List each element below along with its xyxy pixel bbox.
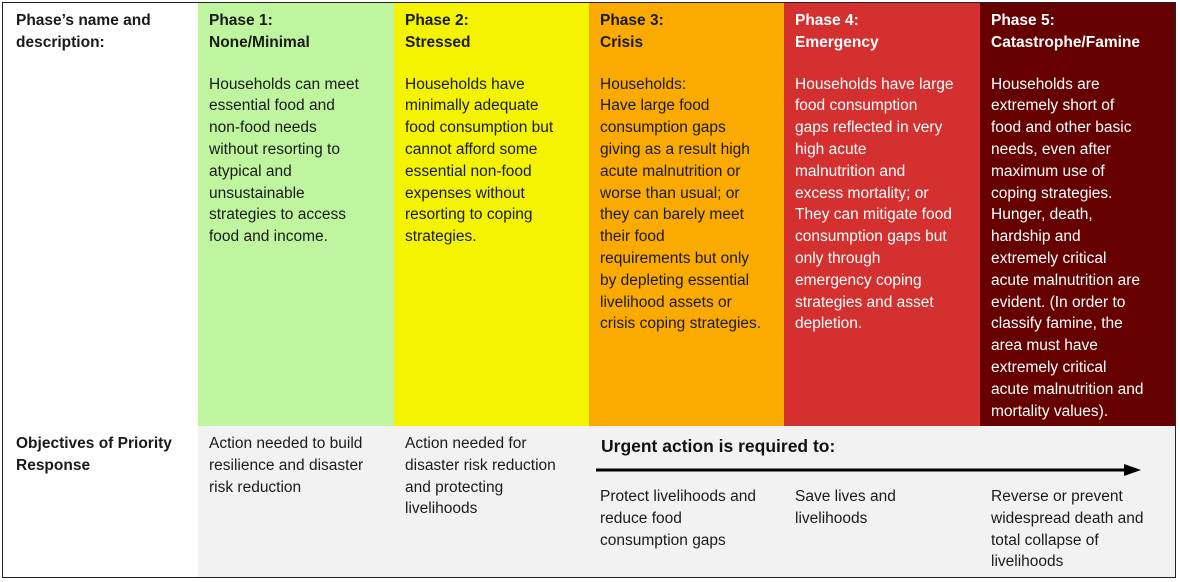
phase-1-title: Phase 1: None/Minimal	[209, 12, 310, 51]
phase-5-description: Households are extremely short of food a…	[991, 75, 1144, 420]
objective-phase-3-text: Protect livelihoods and reduce food cons…	[600, 488, 756, 549]
phase-3-description: Households: Have large food consumption …	[600, 75, 762, 333]
objective-phase-5-text: Reverse or prevent widespread death and …	[991, 488, 1144, 571]
phase-2-title: Phase 2: Stressed	[405, 12, 471, 51]
phase-4-title: Phase 4: Emergency	[795, 12, 879, 51]
phase-1-cell: Phase 1: None/Minimal Households can mee…	[198, 3, 394, 426]
objective-phase-5: Reverse or prevent widespread death and …	[980, 479, 1175, 577]
objective-phase-4: Save lives and livelihoods	[784, 479, 980, 577]
objectives-area	[198, 426, 1175, 577]
phase-header-label: Phase’s name and description:	[16, 12, 151, 51]
phase-2-cell: Phase 2: Stressed Households have minima…	[394, 3, 589, 426]
objective-phase-2: Action needed for disaster risk reductio…	[394, 426, 589, 577]
objective-phase-3: Protect livelihoods and reduce food cons…	[589, 479, 784, 577]
objective-phase-1-text: Action needed to build resilience and di…	[209, 435, 364, 496]
objective-phase-1: Action needed to build resilience and di…	[198, 426, 394, 577]
right-arrow-icon	[596, 464, 1141, 476]
phase-5-title: Phase 5: Catastrophe/Famine	[991, 12, 1141, 51]
phase-5-cell: Phase 5: Catastrophe/Famine Households a…	[980, 3, 1175, 426]
objectives-label-cell: Objectives of Priority Response	[3, 426, 197, 577]
phase-4-description: Households have large food consumption g…	[795, 75, 954, 333]
objective-phase-4-text: Save lives and livelihoods	[795, 488, 896, 527]
phase-1-description: Households can meet essential food and n…	[209, 75, 359, 246]
objectives-label: Objectives of Priority Response	[16, 435, 172, 474]
phase-4-cell: Phase 4: Emergency Households have large…	[784, 3, 980, 426]
urgent-action-heading: Urgent action is required to:	[601, 436, 836, 456]
objective-phase-2-text: Action needed for disaster risk reductio…	[405, 435, 556, 518]
phase-3-title: Phase 3: Crisis	[600, 12, 664, 51]
phase-3-cell: Phase 3: Crisis Households: Have large f…	[589, 3, 784, 426]
phase-header-label-cell: Phase’s name and description:	[3, 3, 197, 426]
phase-2-description: Households have minimally adequate food …	[405, 75, 554, 246]
